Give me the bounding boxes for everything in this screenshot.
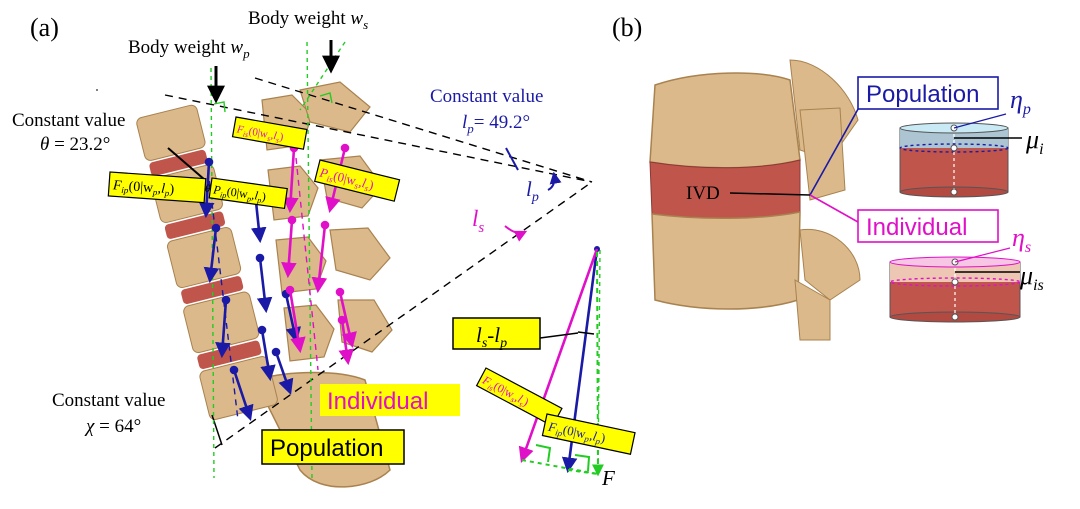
theta-label-line2: θ = 23.2° — [40, 134, 110, 155]
lp-constant-line2: lp= 49.2° — [462, 112, 530, 136]
ivd-disc — [649, 159, 801, 219]
lp-marker-line — [505, 147, 519, 171]
population-label-box: Population — [261, 429, 405, 465]
panel-a-label: (a) — [30, 13, 59, 42]
population-axis — [207, 169, 239, 421]
svg-text:Fip(0|wp,lp): Fip(0|wp,lp) — [546, 419, 607, 448]
chi-label-line1: Constant value — [52, 390, 165, 411]
lp-angle-arc — [547, 171, 562, 191]
population-box-label: Population — [866, 81, 979, 108]
box-fis-right: Fis(0|ws,ls) — [475, 367, 563, 427]
force-decomposition: F — [518, 246, 615, 490]
lower-vertebra — [651, 211, 801, 310]
ls-angle-arc — [504, 225, 528, 242]
box-pis: Pis(0|ws,ls) — [313, 159, 401, 202]
lp-angle-label: lp — [526, 177, 539, 205]
population-cylinder — [899, 113, 1022, 198]
individual-cylinder — [889, 247, 1021, 323]
theta-label-line1: Constant value — [12, 110, 125, 131]
reference-lines — [164, 77, 593, 449]
f-vector — [591, 251, 604, 477]
panel-b-label: (b) — [612, 13, 642, 42]
individual-box-label: Individual — [866, 214, 967, 241]
disc-2 — [164, 211, 226, 239]
diff-box: ls-lp — [452, 317, 541, 351]
theta-small-label: θ — [205, 183, 211, 195]
svg-text:Pis(0|ws,ls): Pis(0|ws,ls) — [317, 164, 375, 194]
theta-pointer — [167, 147, 206, 181]
individual-label-box: Individual — [320, 384, 460, 416]
upper-vertebra — [649, 72, 801, 169]
box-pip: Pip(0|wp,lp) — [208, 177, 288, 210]
individual-axis — [295, 157, 319, 371]
eta-p-label: ηp — [1010, 85, 1031, 118]
force-F-label: F — [601, 466, 615, 490]
disc-3 — [181, 276, 244, 304]
population-box — [857, 76, 999, 110]
disc-1 — [149, 149, 208, 176]
panel-b: (b) IVD Population Individual — [612, 13, 1044, 341]
body-weight-ws-label: Body weight ws — [248, 8, 368, 32]
eta-s-label: ηs — [1012, 223, 1031, 256]
ivd-illustration: IVD — [649, 59, 861, 341]
panel-a: (a) — [12, 8, 636, 490]
svg-text:Fip(0|wp,lp): Fip(0|wp,lp) — [111, 178, 175, 198]
box-fis-top: Fis(0|ws,ls) — [231, 116, 308, 150]
svg-text:Pip(0|wp,lp): Pip(0|wp,lp) — [211, 182, 267, 205]
svg-text:Fis(0|ws,ls): Fis(0|ws,ls) — [234, 123, 284, 145]
chi-label-line2: χ = 64° — [84, 416, 141, 437]
body-weight-wp-label: Body weight wp — [128, 37, 250, 61]
lp-constant-line1: Constant value — [430, 86, 543, 107]
individual-label: Individual — [327, 388, 428, 415]
mu-i-label: μi — [1025, 125, 1044, 158]
ls-angle-label: ls — [472, 206, 484, 236]
ivd-label: IVD — [686, 183, 720, 204]
fis-vector — [518, 248, 599, 463]
diff-box-text: ls-lp — [476, 323, 507, 351]
individual-connector — [809, 194, 859, 223]
population-label: Population — [270, 435, 383, 462]
box-fip-left: Fip(0|wp,lp) — [107, 171, 207, 204]
population-connector — [809, 101, 863, 196]
mu-is-label: μis — [1019, 261, 1044, 294]
individual-box — [857, 209, 999, 243]
box-fip-right: Fip(0|wp,lp) — [541, 413, 636, 455]
